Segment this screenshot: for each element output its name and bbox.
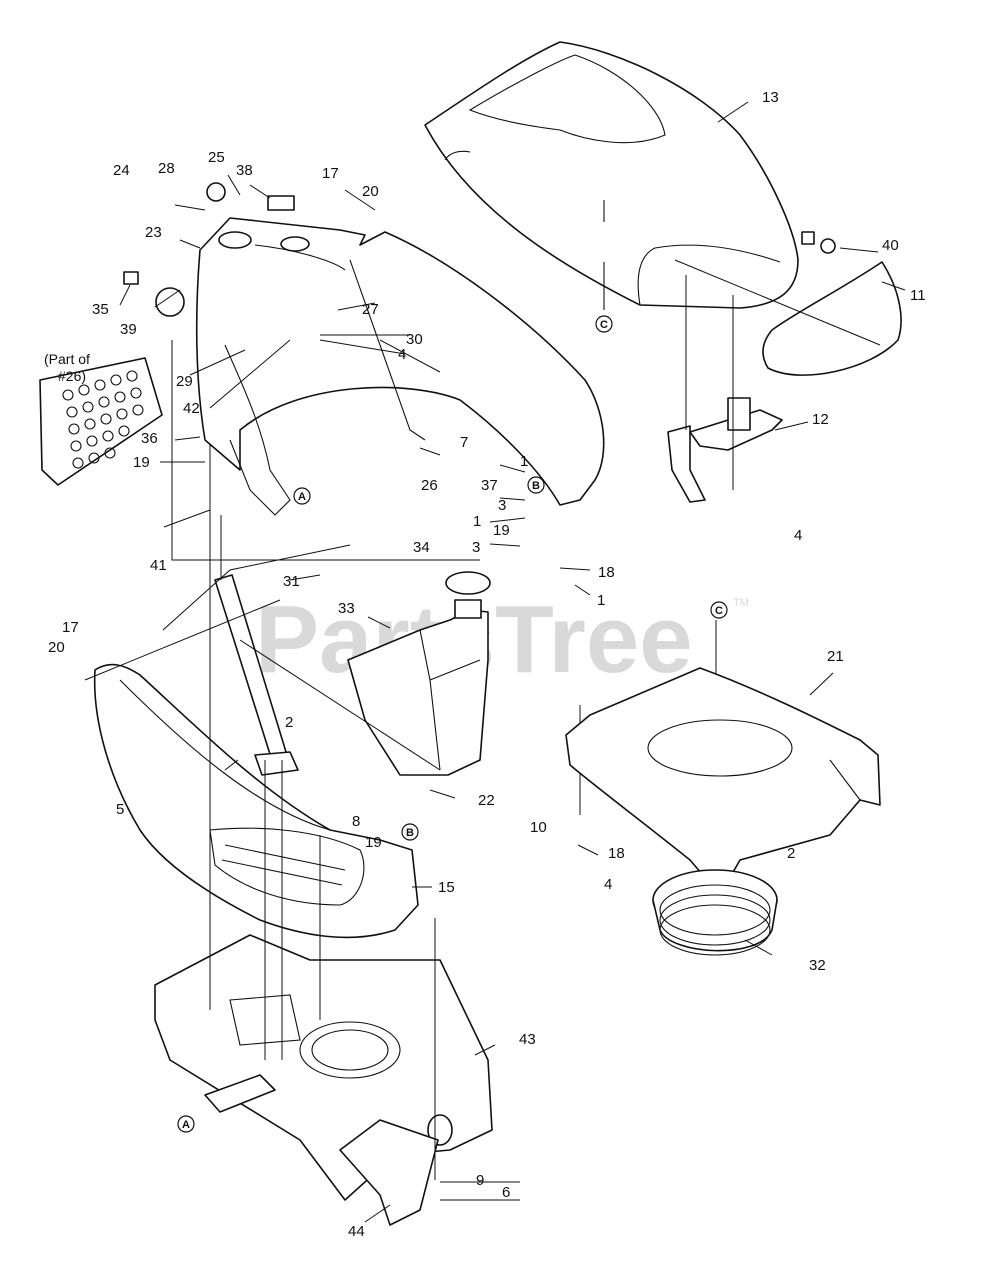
callout-28: 28 [158,160,175,177]
callout-7: 7 [460,434,468,451]
callout-1-b: 1 [473,513,481,530]
svg-text:B: B [532,480,540,492]
callouts: 13 40 11 12 4 24 28 25 38 17 20 23 27 35… [48,89,926,1240]
callout-17-left: 17 [62,619,79,636]
svg-text:C: C [715,605,723,617]
marker-c-hood: C [595,315,613,333]
callout-42: 42 [183,400,200,417]
callout-32: 32 [809,957,826,974]
callout-26: 26 [421,477,438,494]
part-front-side-panel [93,663,419,939]
part-strut-bracket [254,751,299,776]
callout-30: 30 [406,331,423,348]
part-hood-bracket-post [727,397,751,431]
callout-4-dash: 4 [398,346,406,363]
watermark-trademark: TM [733,597,749,609]
note-part-of-line1: (Part of [44,351,90,367]
callout-29: 29 [176,373,193,390]
note-part-of-line2: #26) [58,368,86,384]
part-hood-bracket [667,425,706,503]
callout-12: 12 [812,411,829,428]
part-35-key [123,271,139,285]
marker-a-upper: A [293,487,311,505]
callout-4-bracket: 4 [794,527,802,544]
callout-9: 9 [476,1172,484,1189]
callout-25: 25 [208,149,225,166]
callout-37: 37 [481,477,498,494]
svg-text:B: B [406,827,414,839]
part-grille-lens [762,261,902,376]
leader-lines [119,101,906,1223]
callout-20-left: 20 [48,639,65,656]
callout-1-a: 1 [520,453,528,470]
callout-40: 40 [882,237,899,254]
callout-39: 39 [120,321,137,338]
callout-43: 43 [519,1031,536,1048]
callout-4-shroud: 4 [604,876,612,893]
part-dash-grille-insert [39,357,163,486]
part-28-knob [206,182,226,202]
callout-8: 8 [352,813,360,830]
svg-text:C: C [600,319,608,331]
callout-6: 6 [502,1184,510,1201]
marker-c-shroud: C [710,601,728,619]
part-front-bracket [339,1119,439,1226]
part-engine-screen [652,869,778,956]
svg-text:A: A [182,1119,190,1131]
part-38-switch [267,195,295,211]
callout-41: 41 [150,557,167,574]
marker-b-upper: B [527,476,545,494]
callout-1-c: 1 [597,592,605,609]
callout-21: 21 [827,648,844,665]
part-dash-cup-2 [280,236,310,252]
callout-2-shroud: 2 [787,845,795,862]
callout-34: 34 [413,539,430,556]
callout-33: 33 [338,600,355,617]
callout-36: 36 [141,430,158,447]
part-dash-panel [195,217,605,516]
callout-35: 35 [92,301,109,318]
part-hood-bolt [801,231,836,254]
callout-20-top: 20 [362,183,379,200]
part-tractor-frame [154,934,493,1201]
marker-b-lower: B [401,823,419,841]
callout-27: 27 [362,301,379,318]
callout-10: 10 [530,819,547,836]
callout-24: 24 [113,162,130,179]
callout-31: 31 [283,573,300,590]
part-39-ignition [155,287,185,317]
callout-44: 44 [348,1223,365,1240]
callout-38: 38 [236,162,253,179]
callout-11: 11 [910,287,926,304]
part-fuel-cap [445,571,491,595]
part-engine-shroud [565,667,881,896]
svg-text:A: A [298,491,306,503]
part-fuel-tank [347,599,489,776]
callout-23: 23 [145,224,162,241]
callout-19-lower: 19 [365,834,382,851]
marker-a-lower: A [177,1115,195,1133]
part-dash-cup [218,231,252,249]
callout-22: 22 [478,792,495,809]
callout-19-left: 19 [133,454,150,471]
callout-2-strut: 2 [285,714,293,731]
callout-15: 15 [438,879,455,896]
callout-3-b: 3 [472,539,480,556]
part-hitch [204,1074,276,1113]
callout-5: 5 [116,801,124,818]
callout-13: 13 [762,89,779,106]
callout-18-top: 18 [598,564,615,581]
callout-17-top: 17 [322,165,339,182]
callout-18-lower: 18 [608,845,625,862]
callout-19-right: 19 [493,522,510,539]
callout-3-a: 3 [498,497,506,514]
part-hood [424,41,799,310]
